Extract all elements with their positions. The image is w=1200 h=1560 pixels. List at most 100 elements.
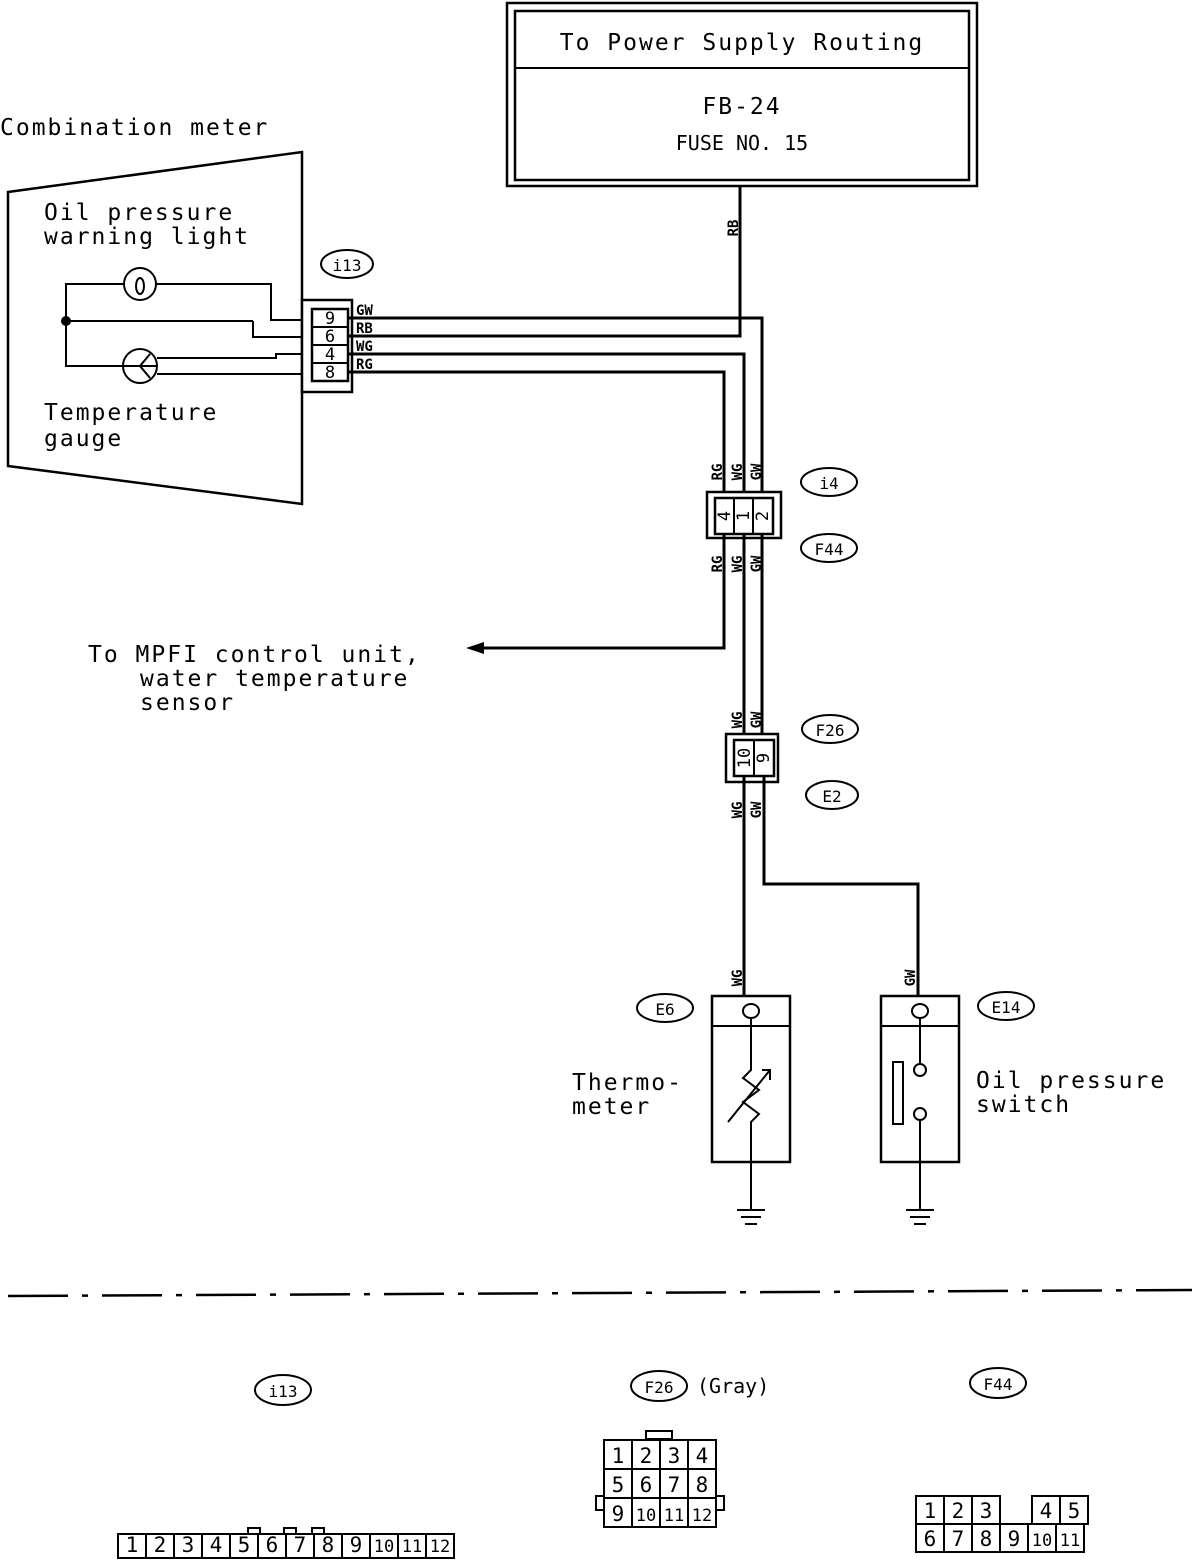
connector-latch	[595, 1495, 605, 1511]
connector-pin-number: 8	[980, 1527, 993, 1551]
connector-pin-cell	[201, 1533, 231, 1559]
legend-label-f44: F44	[984, 1375, 1013, 1394]
connector-label-e6: E6	[655, 1000, 674, 1019]
wire-gw-to-oil-switch	[762, 776, 920, 996]
connector-pin-number: 6	[266, 1533, 279, 1557]
connector-pin-number: 7	[952, 1527, 965, 1551]
legend-label-f26: F26	[645, 1378, 674, 1397]
oil-warning-label-2: warning light	[44, 224, 250, 250]
connector-pin-cell	[659, 1497, 689, 1528]
wire-wg	[348, 352, 746, 500]
connector-pin-cell	[1055, 1523, 1085, 1553]
wire-label: WG	[730, 802, 746, 819]
arrow-icon	[466, 642, 484, 654]
f26-pin: 9	[754, 753, 774, 763]
i13-pin: 4	[325, 345, 335, 365]
i4-pin: 2	[753, 511, 773, 521]
connector-pin-cell	[117, 1533, 147, 1559]
connector-latch	[247, 1527, 261, 1535]
thermometer-label-1: Thermo-	[572, 1070, 683, 1096]
connector-pin-number: 1	[612, 1444, 625, 1468]
connector-pin-number: 11	[1060, 1531, 1080, 1551]
connector-pin-number: 6	[924, 1527, 937, 1551]
connector-pin-cell	[1031, 1495, 1061, 1525]
wire-label: GW	[749, 463, 765, 480]
connector-pin-number: 9	[612, 1502, 625, 1526]
connector-pin-number: 12	[430, 1537, 450, 1557]
wire-label: WG	[730, 712, 746, 729]
connector-label-e14: E14	[992, 998, 1021, 1017]
connector-pin-cell	[257, 1533, 287, 1559]
wire-rg	[348, 370, 726, 500]
connector-pin-number: 10	[1032, 1531, 1052, 1551]
connector-pin-number: 6	[640, 1473, 653, 1497]
connector-pin-number: 11	[402, 1537, 422, 1557]
connector-latch	[283, 1527, 297, 1535]
wire-label: RG	[710, 556, 726, 573]
f26-pin: 10	[735, 748, 755, 768]
connector-pin-cell	[659, 1439, 689, 1470]
connector-pin-number: 10	[374, 1537, 394, 1557]
connector-pin-number: 7	[668, 1473, 681, 1497]
connector-pin-cell	[631, 1468, 661, 1499]
connector-pin-number: 1	[924, 1499, 937, 1523]
wire-label: GW	[903, 969, 919, 986]
power-supply-box: To Power Supply Routing FB-24 FUSE NO. 1…	[505, 1, 979, 188]
connector-pin-number: 10	[636, 1506, 656, 1526]
switch-contact-icon	[892, 1061, 904, 1125]
temperature-gauge-icon	[122, 348, 158, 384]
connector-i4-f44: 4 1 2 i4 F44	[705, 467, 858, 563]
connector-pin-number: 8	[696, 1473, 709, 1497]
mpfi-label-3: sensor	[140, 690, 235, 716]
oil-switch-label-2: switch	[976, 1092, 1071, 1118]
connector-pin-cell	[943, 1495, 973, 1525]
section-divider	[7, 1288, 1193, 1298]
wire-rb	[348, 318, 742, 338]
connector-pin-number: 3	[182, 1533, 195, 1557]
connector-pin-cell	[687, 1497, 717, 1528]
fuse-number-label: FUSE NO. 15	[676, 131, 808, 155]
connector-pin-number: 4	[696, 1444, 709, 1468]
mpfi-label-1: To MPFI control unit,	[88, 642, 421, 668]
connector-pin-number: 4	[1040, 1499, 1053, 1523]
wire-label: WG	[730, 970, 746, 987]
legend-f26-color: (Gray)	[697, 1374, 769, 1398]
connector-pin-number: 3	[980, 1499, 993, 1523]
connector-pin-cell	[943, 1523, 973, 1553]
connector-pin-cell	[971, 1523, 1001, 1553]
wire-label: GW	[749, 801, 765, 818]
connector-f26-e2: 10 9 F26 E2	[724, 714, 859, 810]
oil-switch-label-1: Oil pressure	[976, 1068, 1166, 1094]
mpfi-label-2: water temperature	[140, 666, 409, 692]
connector-label-i4: i4	[819, 474, 838, 493]
connector-pin-number: 7	[294, 1533, 307, 1557]
connector-pin-number: 2	[952, 1499, 965, 1523]
i13-pin: 6	[325, 327, 335, 347]
connector-pin-number: 9	[1008, 1527, 1021, 1551]
i4-pin: 1	[734, 511, 754, 521]
connector-i13: 9 6 4 8 i13	[300, 249, 374, 394]
wire-label: RG	[710, 464, 726, 481]
connector-pin-number: 1	[126, 1533, 139, 1557]
wire-gw	[348, 316, 764, 500]
i13-pin: 9	[325, 309, 335, 329]
wire-rg-to-mpfi	[478, 534, 726, 650]
wire-label: WG	[730, 464, 746, 481]
combination-meter: Combination meter Oil pressure warning l…	[0, 115, 304, 506]
wire-label: RB	[356, 321, 373, 337]
oil-warning-label-1: Oil pressure	[44, 200, 234, 226]
fuse-block-label: FB-24	[702, 94, 781, 120]
wire-label: GW	[749, 711, 765, 728]
connector-pin-cell	[313, 1533, 343, 1559]
oil-pressure-switch: E14 Oil pressure switch	[879, 991, 1166, 1164]
connector-pin-number: 11	[664, 1506, 684, 1526]
connector-pin-number: 5	[1068, 1499, 1081, 1523]
connector-pin-cell	[369, 1533, 399, 1559]
connector-latch	[311, 1527, 325, 1535]
